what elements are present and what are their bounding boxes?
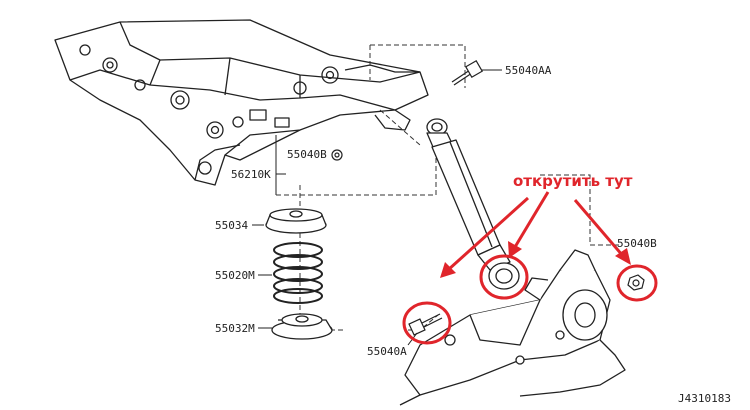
highlight-nut-55040b xyxy=(616,264,658,302)
arrow-to-bolt xyxy=(446,196,530,272)
coil-spring-55020m xyxy=(273,242,323,304)
label-55040b-right: 55040B xyxy=(617,237,657,250)
lower-spring-seat-55032m xyxy=(271,313,333,340)
rear-subframe-56210k xyxy=(54,19,429,186)
nut-55040b-top-icon xyxy=(331,149,343,161)
annotation-unscrew-here: открутить тут xyxy=(513,172,633,190)
highlight-shock-lower-mount xyxy=(479,254,529,300)
bolt-55040aa-icon xyxy=(451,59,484,86)
nut-55040b-right-icon xyxy=(627,274,645,291)
bolt-55040a-icon xyxy=(408,313,443,336)
arrowhead-shock xyxy=(508,241,522,258)
shock-absorber xyxy=(426,118,520,290)
red-arrowheads xyxy=(440,241,631,278)
arrow-to-nut xyxy=(573,199,625,257)
label-55034: 55034 xyxy=(215,219,248,232)
label-55032m: 55032M xyxy=(215,322,255,335)
label-55040a: 55040A xyxy=(367,345,407,358)
figure-code: J4310183 xyxy=(678,392,731,405)
label-55040b-top: 55040B xyxy=(287,148,327,161)
label-55020m: 55020M xyxy=(215,269,255,282)
upper-spring-seat-55034 xyxy=(265,208,327,234)
arrowhead-bolt xyxy=(440,262,456,278)
label-56210k: 56210K xyxy=(231,168,271,181)
arrow-to-shock xyxy=(513,191,550,248)
highlight-bolt-55040a xyxy=(402,301,452,345)
label-55040aa: 55040AA xyxy=(505,64,552,77)
red-annotations xyxy=(402,191,658,345)
lower-control-arm-and-knuckle xyxy=(399,249,626,406)
arrowhead-nut xyxy=(615,248,631,265)
